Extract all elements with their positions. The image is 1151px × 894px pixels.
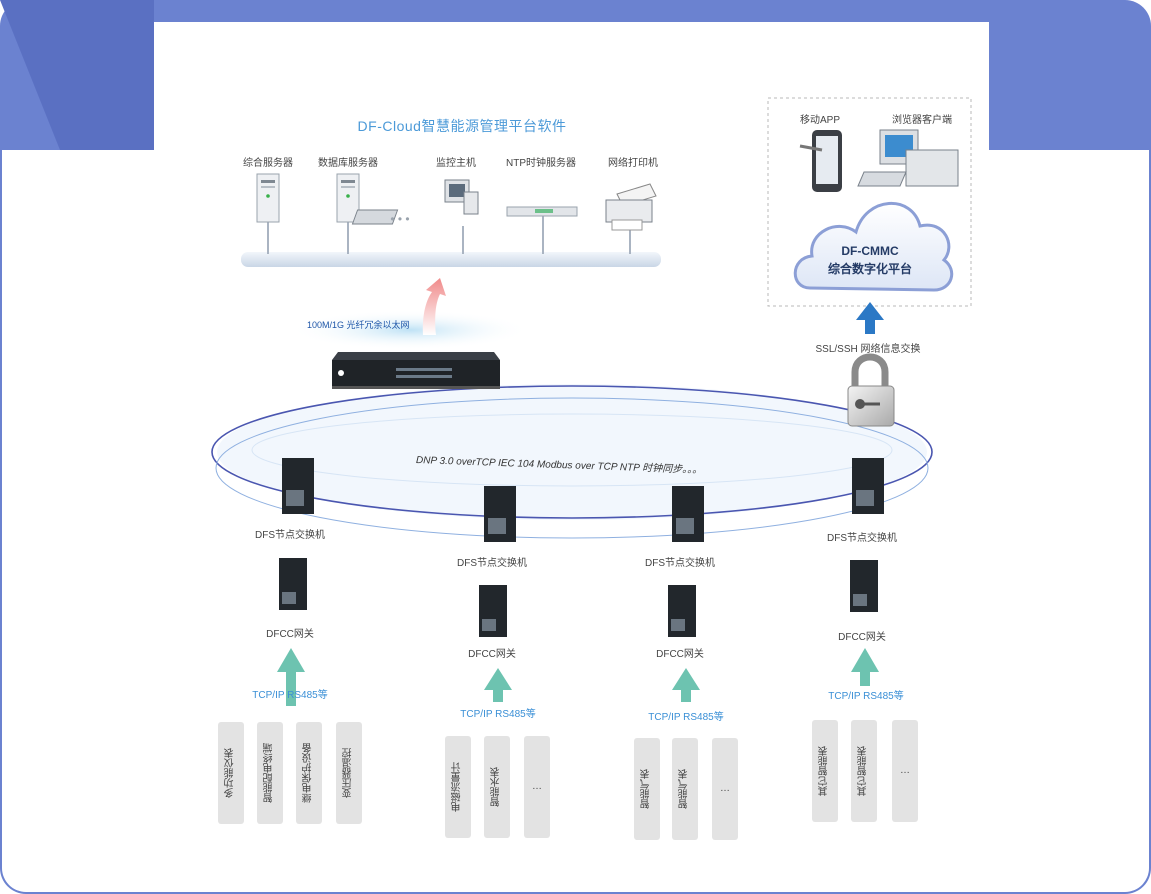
tablet-icon [799,130,842,192]
device-label: 电磁流量计 [452,762,463,812]
device-card: … [892,720,918,822]
cloud-title-line1: DF-CMMC [841,244,899,258]
frame-decoration [0,0,154,150]
device-label: 变压器温控 [343,748,354,798]
device-label: … [532,781,542,792]
device-label: … [900,765,910,776]
link-label: TCP/IP RS485等 [648,712,724,723]
device-card: 智能气表 [672,738,698,840]
platform-title: DF-Cloud智慧能源管理平台软件 [357,118,567,134]
up-arrow-icon [422,278,446,335]
link-label: TCP/IP RS485等 [828,691,904,702]
device-label: 继电保护设备 [303,743,314,803]
link-label: TCP/IP RS485等 [252,690,328,701]
gateway-label: DFCC网关 [468,649,516,660]
uplink-label: 100M/1G 光纤冗余以太网 [307,320,410,330]
desktop-computer-icon [351,179,479,225]
switch-label: DFS节点交换机 [255,530,325,541]
ring-inner [215,397,929,539]
device-label: 其它智能表 [858,746,869,796]
device-label: 其它智能表 [819,746,830,796]
server-label: 综合服务器 [243,158,293,169]
server-icon [336,173,360,223]
device-label: … [720,783,730,794]
server-label: 监控主机 [436,158,476,169]
up-arrow-icon [277,648,305,672]
header-panel [154,22,989,182]
printer-icon [605,183,657,231]
up-arrow-icon [856,302,884,334]
node-3 [668,486,704,702]
ring-outer [211,385,933,519]
server-icon [256,173,280,223]
gateway-label: DFCC网关 [656,649,704,660]
server-label: NTP时钟服务器 [506,158,576,169]
up-arrow-icon [851,648,879,672]
device-label: 多功能仪表 [225,748,236,798]
device-card: 其它智能表 [851,720,877,822]
server-bus [241,216,661,267]
link-label: TCP/IP RS485等 [460,709,536,720]
cloud-title: DF-CMMC 综合数字化平台 [828,242,912,278]
ring-highlight [251,413,893,487]
browser-client-label: 浏览器客户端 [892,115,952,126]
device-card: … [712,738,738,840]
device-label: 智能水表 [491,767,502,807]
device-card: 继电保护设备 [296,722,322,824]
node-2 [479,486,516,702]
device-card: 智能水表 [484,736,510,838]
device-card: 智能配电终端 [257,722,283,824]
device-card: … [524,736,550,838]
device-card: 变压器温控 [336,722,362,824]
mobile-app-label: 移动APP [799,115,841,126]
padlock-icon [847,353,895,427]
device-label: 智能气表 [679,769,690,809]
node-4 [850,458,884,686]
device-card: 智能气表 [634,738,660,840]
security-label: SSL/SSH 网络信息交换 [815,344,921,355]
gateway-label: DFCC网关 [838,632,886,643]
server-label: 数据库服务器 [318,158,378,169]
up-arrow-icon [672,668,700,690]
ntp-server-icon [506,206,578,217]
network-ring [211,384,933,539]
core-switch-icon [332,352,500,389]
server-label: 网络打印机 [608,158,658,169]
ring-glow [217,384,927,520]
gateway-label: DFCC网关 [266,629,314,640]
node-1 [277,458,314,706]
device-label: 智能配电终端 [264,743,275,803]
content-area [2,150,1149,892]
device-label: 智能气表 [641,769,652,809]
switch-label: DFS节点交换机 [827,533,897,544]
device-card: 其它智能表 [812,720,838,822]
cloud-title-line2: 综合数字化平台 [827,262,913,276]
switch-label: DFS节点交换机 [645,558,715,569]
cloud-icon [793,201,954,292]
desktop-computer-icon [857,129,959,187]
switch-label: DFS节点交换机 [457,558,527,569]
uplink-glow [290,310,530,350]
device-card: 多功能仪表 [218,722,244,824]
ellipsis: • • • [390,212,410,226]
up-arrow-icon [484,668,512,690]
bus-bar [241,252,661,267]
device-card: 电磁流量计 [445,736,471,838]
